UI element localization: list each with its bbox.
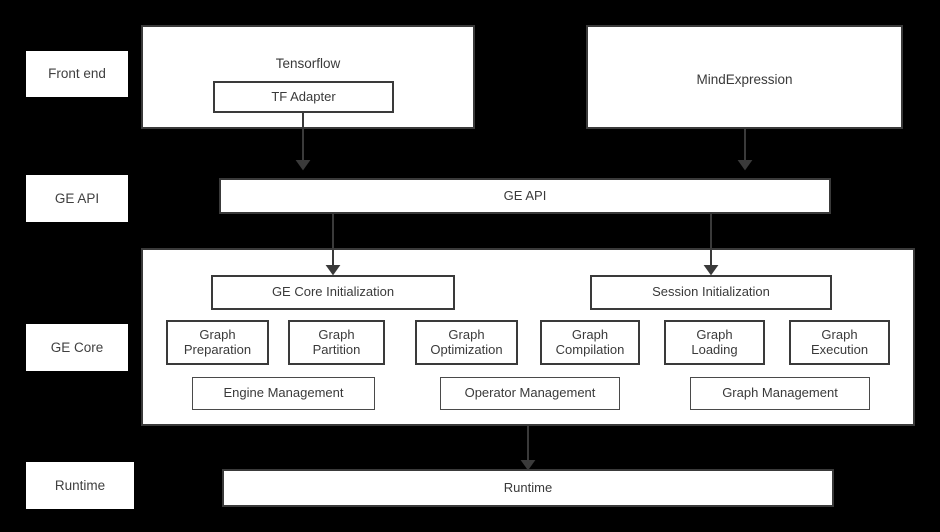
graph-preparation-box[interactable]: Graph Preparation [166,320,269,365]
layer-label-ge-api-text: GE API [54,190,100,206]
graph-preparation-label: Graph Preparation [183,326,252,357]
graph-execution-box[interactable]: Graph Execution [789,320,890,365]
layer-label-ge-core: GE Core [26,324,128,371]
ge-api-bar-label: GE API [503,187,547,203]
engine-management-label: Engine Management [223,385,344,401]
graph-execution-label: Graph Execution [810,326,869,357]
ge-core-initialization-label: GE Core Initialization [271,284,395,300]
tensorflow-title: Tensorflow [275,56,341,71]
graph-loading-label: Graph Loading [691,326,738,357]
tf-adapter-box[interactable]: TF Adapter [213,81,394,113]
graph-loading-box[interactable]: Graph Loading [664,320,765,365]
engine-management-box[interactable]: Engine Management [192,377,375,410]
layer-label-runtime: Runtime [26,462,134,509]
graph-compilation-label: Graph Compilation [555,326,625,357]
graph-management-box[interactable]: Graph Management [690,377,870,410]
graph-partition-box[interactable]: Graph Partition [288,320,385,365]
ge-core-initialization-box[interactable]: GE Core Initialization [211,275,455,310]
graph-optimization-box[interactable]: Graph Optimization [415,320,518,365]
layer-label-ge-api: GE API [26,175,128,222]
session-initialization-label: Session Initialization [652,284,770,300]
tf-adapter-label: TF Adapter [271,88,336,104]
mindexpression-title: MindExpression [696,72,793,87]
operator-management-label: Operator Management [464,385,596,401]
graph-compilation-box[interactable]: Graph Compilation [540,320,640,365]
ge-api-bar[interactable]: GE API [219,178,831,214]
operator-management-box[interactable]: Operator Management [440,377,620,410]
tensorflow-group: Tensorflow [141,25,475,129]
runtime-bar[interactable]: Runtime [222,469,834,507]
layer-label-runtime-text: Runtime [54,477,106,493]
graph-management-label: Graph Management [722,385,838,401]
layer-label-front-end: Front end [26,51,128,97]
graph-optimization-label: Graph Optimization [430,326,503,357]
graph-partition-label: Graph Partition [312,326,361,357]
runtime-bar-label: Runtime [503,479,553,495]
mindexpression-group: MindExpression [586,25,903,129]
session-initialization-box[interactable]: Session Initialization [590,275,832,310]
layer-label-ge-core-text: GE Core [50,339,104,355]
layer-label-front-end-text: Front end [48,66,106,82]
